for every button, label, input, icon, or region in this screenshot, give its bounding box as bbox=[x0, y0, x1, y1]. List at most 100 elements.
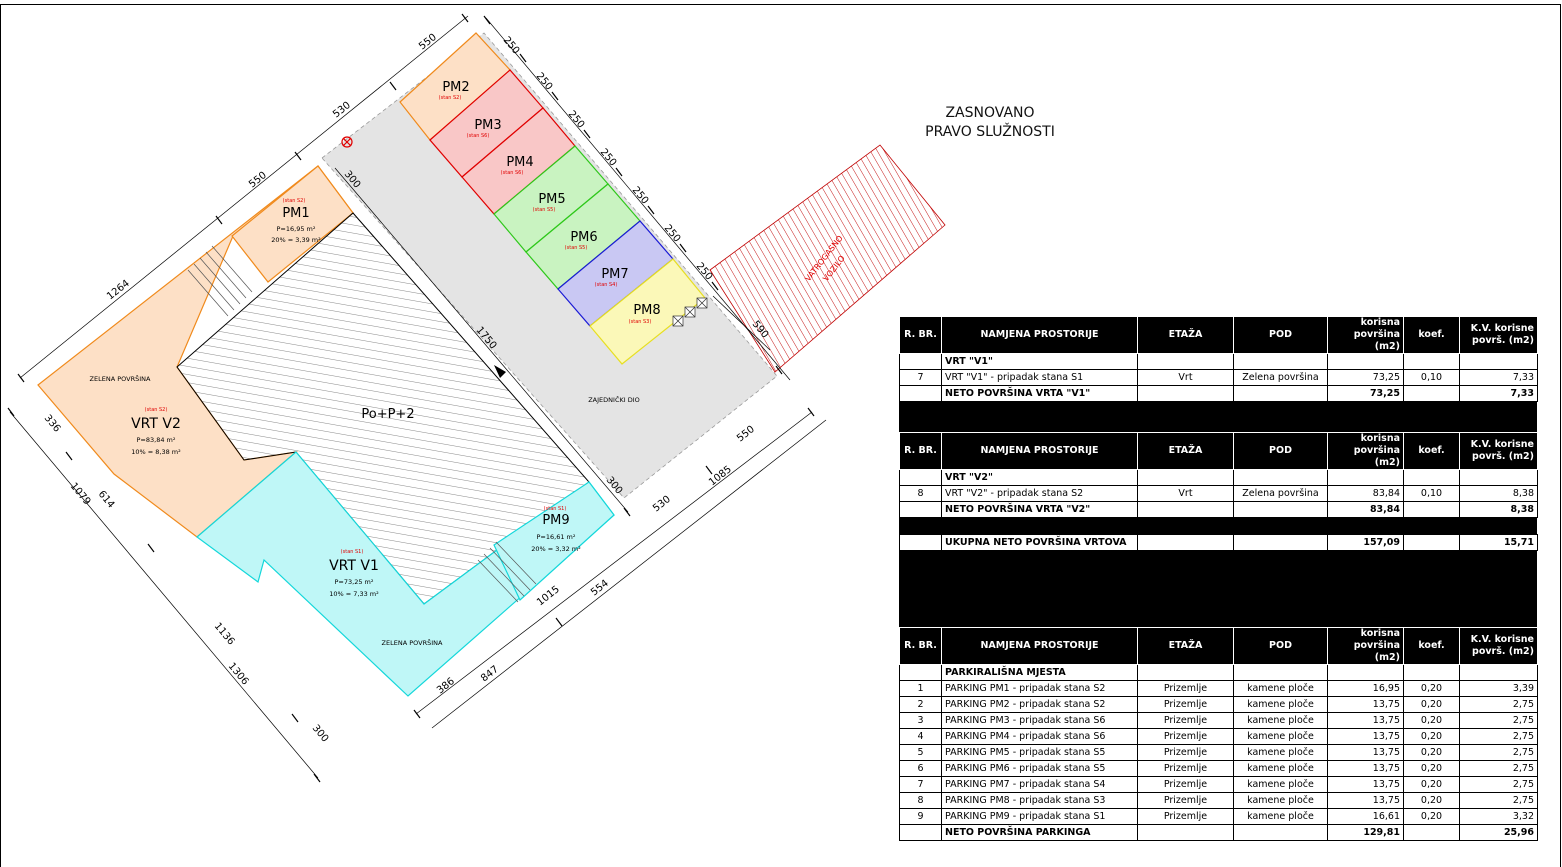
easement-note: ZASNOVANO PRAVO SLUŽNOSTI bbox=[900, 104, 1080, 142]
cell-rbr: 2 bbox=[899, 696, 942, 713]
dim-300-left: 300 bbox=[310, 723, 331, 745]
fire-vehicle-zone bbox=[709, 144, 946, 373]
cell-area: 13,75 bbox=[1327, 776, 1404, 793]
cell-rbr: 9 bbox=[899, 808, 942, 825]
hdr-koef: koef. bbox=[1403, 627, 1460, 665]
dimension-ticks bbox=[7, 13, 815, 783]
cell-kv: 2,75 bbox=[1459, 792, 1538, 809]
cell-koef: 0,20 bbox=[1403, 760, 1460, 777]
meter-boxes bbox=[672, 297, 708, 327]
cell-rbr: 8 bbox=[899, 792, 942, 809]
pm7-stan: (stan S4) bbox=[595, 282, 618, 288]
pm1-label: PM1 bbox=[282, 206, 309, 221]
table-header: R. BR. NAMJENA PROSTORIJE ETAŽA POD kori… bbox=[899, 627, 1538, 665]
section-mark-icon bbox=[494, 365, 506, 378]
stairs-v1 bbox=[477, 541, 537, 603]
total-kv-v1: 7,33 bbox=[1459, 385, 1538, 402]
cell-kv: 8,38 bbox=[1459, 485, 1538, 502]
cell-kv: 3,32 bbox=[1459, 808, 1538, 825]
pm2-label: PM2 bbox=[442, 80, 469, 95]
dim-1015: 1015 bbox=[535, 584, 562, 608]
cell-pod: kamene ploče bbox=[1233, 712, 1328, 729]
pm9-stan: (stan S1) bbox=[544, 506, 567, 512]
hdr-koef: koef. bbox=[1403, 316, 1460, 354]
grand-total-kv: 15,71 bbox=[1459, 534, 1538, 551]
pm6-label: PM6 bbox=[570, 230, 597, 245]
cell-area: 13,75 bbox=[1327, 760, 1404, 777]
section-v2: VRT "V2" bbox=[941, 469, 1138, 486]
total-row: NETO POVRŠINA PARKINGA 129,81 25,96 bbox=[899, 824, 1538, 841]
pm4-label: PM4 bbox=[506, 155, 533, 170]
dim-250-5: 250 bbox=[630, 185, 651, 207]
cell-kv: 2,75 bbox=[1459, 712, 1538, 729]
cell-name: VRT "V2" - pripadak stana S2 bbox=[941, 485, 1138, 502]
total-area-parking: 129,81 bbox=[1327, 824, 1404, 841]
hdr-rbr: R. BR. bbox=[899, 627, 942, 665]
section-v1: VRT "V1" bbox=[941, 353, 1138, 370]
pm9-area: P=16,61 m² bbox=[537, 533, 576, 541]
cell-rbr: 5 bbox=[899, 744, 942, 761]
hdr-etaza: ETAŽA bbox=[1137, 316, 1234, 354]
table-spacer bbox=[899, 518, 1537, 534]
total-row: NETO POVRŠINA VRTA "V1" 73,25 7,33 bbox=[899, 385, 1538, 402]
dim-386: 386 bbox=[435, 676, 457, 696]
cell-kv: 2,75 bbox=[1459, 728, 1538, 745]
pm8-stan: (stan S3) bbox=[629, 319, 652, 325]
v1-pct: 10% = 7,33 m² bbox=[329, 590, 379, 598]
cell-area: 16,61 bbox=[1327, 808, 1404, 825]
hdr-korisna: korisna površina (m2) bbox=[1327, 432, 1404, 470]
pm1-area: P=16,95 m² bbox=[277, 225, 316, 233]
cell-koef: 0,20 bbox=[1403, 696, 1460, 713]
dim-1079: 1079 bbox=[68, 481, 93, 508]
cell-name: PARKING PM8 - pripadak stana S3 bbox=[941, 792, 1138, 809]
area-tables: R. BR. NAMJENA PROSTORIJE ETAŽA POD kori… bbox=[899, 316, 1538, 841]
cell-koef: 0,10 bbox=[1403, 369, 1460, 386]
dim-250-2: 250 bbox=[534, 71, 555, 93]
easement-note-line2: PRAVO SLUŽNOSTI bbox=[925, 124, 1055, 140]
pm9-label: PM9 bbox=[542, 513, 569, 528]
cell-koef: 0,20 bbox=[1403, 728, 1460, 745]
hdr-etaza: ETAŽA bbox=[1137, 627, 1234, 665]
cell-koef: 0,20 bbox=[1403, 744, 1460, 761]
v1-area: P=73,25 m² bbox=[335, 578, 374, 586]
cell-kv: 2,75 bbox=[1459, 696, 1538, 713]
hdr-pod: POD bbox=[1233, 627, 1328, 665]
section-row: PARKIRALIŠNA MJESTA bbox=[899, 664, 1538, 681]
dim-530-right: 530 bbox=[651, 494, 673, 514]
table-grand-total: UKUPNA NETO POVRŠINA VRTOVA 157,09 15,71 bbox=[899, 534, 1538, 551]
hdr-pod: POD bbox=[1233, 316, 1328, 354]
pm9-pct: 20% = 3,32 m² bbox=[531, 545, 581, 553]
building-label: Po+P+2 bbox=[361, 407, 414, 422]
dim-847: 847 bbox=[479, 664, 501, 684]
cell-area: 13,75 bbox=[1327, 696, 1404, 713]
cell-pod: kamene ploče bbox=[1233, 744, 1328, 761]
cell-name: PARKING PM7 - pripadak stana S4 bbox=[941, 776, 1138, 793]
cell-pod: kamene ploče bbox=[1233, 776, 1328, 793]
hdr-rbr: R. BR. bbox=[899, 316, 942, 354]
dim-250-4: 250 bbox=[598, 147, 619, 169]
total-label-v1: NETO POVRŠINA VRTA "V1" bbox=[941, 385, 1138, 402]
section-row: VRT "V2" bbox=[899, 469, 1538, 486]
table-v1: R. BR. NAMJENA PROSTORIJE ETAŽA POD kori… bbox=[899, 316, 1538, 402]
pm3-stan: (stan S6) bbox=[467, 133, 490, 139]
cell-rbr: 8 bbox=[899, 485, 942, 502]
cell-kv: 2,75 bbox=[1459, 776, 1538, 793]
cell-koef: 0,10 bbox=[1403, 485, 1460, 502]
cell-rbr: 7 bbox=[899, 776, 942, 793]
cell-rbr: 1 bbox=[899, 680, 942, 697]
table-spacer bbox=[899, 551, 1537, 627]
cell-pod: Zelena površina bbox=[1233, 485, 1328, 502]
dim-1136: 1136 bbox=[212, 621, 237, 648]
dim-614: 614 bbox=[96, 489, 117, 511]
cell-etaza: Vrt bbox=[1137, 369, 1234, 386]
grand-total-row: UKUPNA NETO POVRŠINA VRTOVA 157,09 15,71 bbox=[899, 534, 1538, 551]
boundary-marker-icon bbox=[341, 136, 353, 148]
common-label: ZAJEDNIČKI DIO bbox=[588, 395, 640, 404]
cell-name: PARKING PM1 - pripadak stana S2 bbox=[941, 680, 1138, 697]
pm5-stan: (stan S5) bbox=[533, 207, 556, 213]
dim-550-top: 550 bbox=[417, 32, 439, 52]
